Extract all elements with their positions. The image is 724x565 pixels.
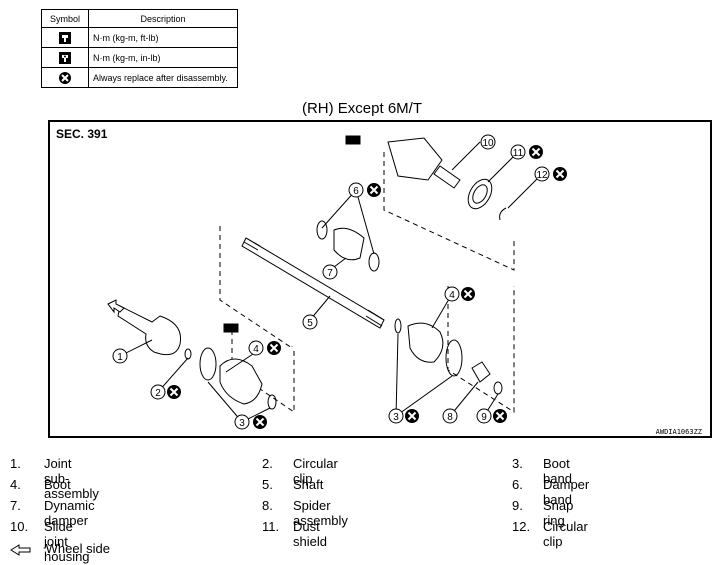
boot-band-right-large <box>445 339 463 377</box>
legend-header-description: Description <box>88 9 238 28</box>
boot-band-right-small <box>394 318 402 334</box>
svg-text:10: 10 <box>482 138 494 149</box>
wheel-side-label: Wheel side <box>45 541 110 556</box>
part-num: 3. <box>512 456 523 471</box>
callout-12: 12 <box>534 166 568 182</box>
circular-clip-2 <box>184 348 192 360</box>
shaft-spline-left <box>243 237 261 251</box>
spider-assembly <box>471 361 491 383</box>
damper-band-right <box>368 252 380 272</box>
torque-ft-lb-icon <box>59 31 71 44</box>
wheel-side-legend: Wheel side <box>10 541 110 556</box>
part-name: Slide joint housing <box>44 519 90 564</box>
part-num: 4. <box>10 477 21 492</box>
part-num: 2. <box>262 456 273 471</box>
part-name: Boot <box>44 477 71 492</box>
callout-3-left: 3 <box>234 414 268 430</box>
callout-7: 7 <box>322 264 338 280</box>
damper-band-left <box>316 220 328 240</box>
boot-left <box>219 358 263 405</box>
diagram-frame <box>48 120 712 438</box>
part-num: 7. <box>10 498 21 513</box>
boot-right <box>407 322 444 363</box>
part-name: Boot band <box>543 456 572 486</box>
callout-4-left: 4 <box>248 340 282 356</box>
callout-6: 6 <box>348 182 382 198</box>
callout-3-right-a: 3 <box>388 408 420 424</box>
boot-band-left-1 <box>199 347 217 381</box>
part-name: Joint sub-assembly <box>44 456 99 501</box>
upper-dashed-guide <box>383 152 515 271</box>
part-num: 11. <box>262 519 280 534</box>
svg-text:5: 5 <box>307 318 313 329</box>
torque-in-lb-icon <box>59 51 71 64</box>
callout-5: 5 <box>302 314 318 330</box>
callout-2: 2 <box>150 384 182 400</box>
part-num: 6. <box>512 477 523 492</box>
section-label: SEC. 391 <box>56 127 108 141</box>
torque-spec-icon-upper <box>345 135 361 145</box>
exploded-drive-shaft-diagram: 1 2 3 3 4 4 5 6 7 8 9 10 11 12 <box>107 134 568 430</box>
part-num: 12. <box>512 519 531 534</box>
callout-11: 11 <box>510 144 544 160</box>
svg-text:12: 12 <box>536 170 548 181</box>
callout-10: 10 <box>480 134 496 150</box>
replace-icon <box>59 71 71 84</box>
wheel-side-arrow-icon <box>10 543 31 556</box>
svg-text:3: 3 <box>239 418 245 429</box>
part-name: Snap ring <box>543 498 574 528</box>
part-name: Circular clip <box>293 456 338 486</box>
circular-clip-12 <box>499 207 507 221</box>
part-num: 9. <box>512 498 523 513</box>
callout-9: 9 <box>476 408 508 424</box>
callout-1: 1 <box>112 348 128 364</box>
svg-text:7: 7 <box>327 268 333 279</box>
boot-band-left-2 <box>267 394 277 410</box>
svg-text:4: 4 <box>253 344 259 355</box>
joint-sub-assembly <box>117 305 182 356</box>
part-num: 8. <box>262 498 273 513</box>
left-dashed-guide <box>231 330 295 413</box>
image-code: AWDIA1063ZZ <box>655 428 702 436</box>
shaft-spline-right <box>365 309 385 327</box>
svg-text:6: 6 <box>353 186 359 197</box>
part-name: Shaft <box>293 477 324 492</box>
part-name: Dust shield <box>293 519 327 549</box>
legend-row-3-text: Always replace after disassembly. <box>88 67 238 88</box>
part-name: Damper band <box>543 477 590 507</box>
part-num: 10. <box>10 519 29 534</box>
legend-row-1-text: N·m (kg-m, ft-lb) <box>88 27 238 48</box>
callout-4-right: 4 <box>444 286 476 302</box>
wheel-side-arrow <box>107 299 125 314</box>
slide-joint-housing <box>387 137 443 181</box>
snap-ring <box>493 381 503 395</box>
diagram-title: (RH) Except 6M/T <box>301 100 422 117</box>
svg-text:4: 4 <box>449 290 455 301</box>
dust-shield <box>467 178 493 210</box>
svg-text:3: 3 <box>393 412 399 423</box>
svg-text:2: 2 <box>155 388 161 399</box>
symbol-legend-table: Symbol Description N·m (kg-m, ft-lb) N·m… <box>41 9 238 88</box>
slide-joint-stem <box>433 165 461 189</box>
part-name: Spider assembly <box>293 498 348 528</box>
svg-text:1: 1 <box>117 352 123 363</box>
middle-dashed-guide <box>219 226 293 349</box>
shaft <box>241 237 385 329</box>
torque-spec-icon-lower <box>223 323 239 333</box>
part-name: Circular clip <box>543 519 588 549</box>
dynamic-damper <box>333 227 365 261</box>
svg-text:8: 8 <box>447 412 453 423</box>
legend-row-2-text: N·m (kg-m, in-lb) <box>88 47 238 68</box>
part-num: 1. <box>10 456 21 471</box>
right-dashed-guide <box>447 286 515 413</box>
svg-text:11: 11 <box>513 148 524 159</box>
legend-header-symbol: Symbol <box>41 9 89 28</box>
part-name: Dynamic damper <box>44 498 95 528</box>
svg-text:9: 9 <box>481 412 487 423</box>
callout-8: 8 <box>442 408 458 424</box>
part-num: 5. <box>262 477 273 492</box>
